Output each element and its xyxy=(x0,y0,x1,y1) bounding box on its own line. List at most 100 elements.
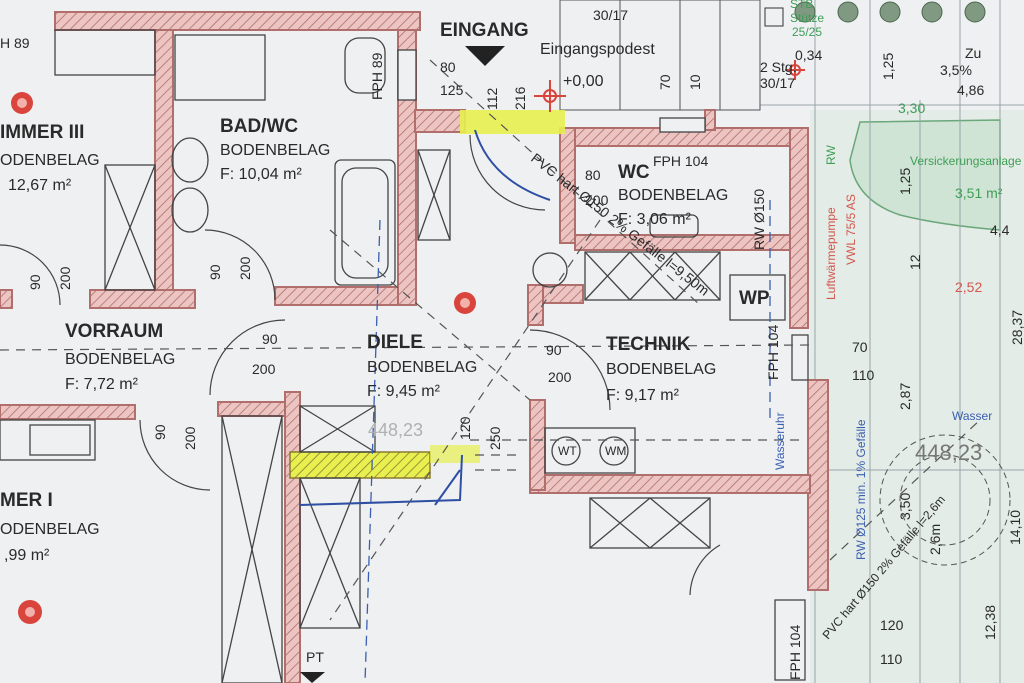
dimension: 120 xyxy=(880,617,904,633)
smoke-detector-icon xyxy=(11,92,33,114)
wm-label: WM xyxy=(605,444,626,458)
blue-dashed-lines xyxy=(364,200,771,683)
wp-label: WP xyxy=(739,288,770,309)
highlight-wall-diele xyxy=(289,451,431,479)
wasser-label: Wasser xyxy=(952,409,992,423)
fixtures-outline xyxy=(0,29,809,683)
room-floor: BODENBELAG xyxy=(618,187,728,204)
wasseruhr-label: Wasseruhr xyxy=(773,412,787,470)
dimension: 80 xyxy=(440,59,456,75)
dimension: 70 xyxy=(657,74,673,90)
dimension: 112 xyxy=(484,87,500,110)
smoke-detector-icon xyxy=(18,600,42,624)
room-name: WC xyxy=(618,162,650,183)
stuetze-label: Stütze xyxy=(790,11,824,25)
dimension: 125 xyxy=(440,82,464,98)
dimension: 90 xyxy=(546,342,562,358)
pt-arrow-icon xyxy=(300,672,325,683)
dimension: 3,50 xyxy=(897,493,913,520)
trees xyxy=(794,1,986,23)
rw-label-wc: RW Ø150 xyxy=(751,189,767,250)
dimension: 200 xyxy=(237,256,253,280)
dimension: 3,30 xyxy=(898,100,925,116)
dimension: 28,37 xyxy=(1009,310,1024,345)
dimension: 2,6m xyxy=(927,524,943,555)
dimension: 200 xyxy=(182,426,198,450)
level-marker-icon xyxy=(534,80,566,112)
level-label: 448,23 xyxy=(915,440,982,465)
dimension: 4,86 xyxy=(957,82,984,98)
fph-bad-label: FPH 89 xyxy=(369,52,385,100)
room-floor: BODENBELAG xyxy=(606,361,716,378)
rw-label-bottom: RW Ø125 min. 1% Gefälle xyxy=(854,419,868,560)
room-name: IMMER III xyxy=(0,122,84,143)
dimension: 12 xyxy=(907,254,923,270)
entrance-label: EINGANG xyxy=(440,20,529,41)
entrance-level: +0,00 xyxy=(563,73,604,90)
rw-side-label: RW xyxy=(824,145,838,165)
room-floor: BODENBELAG xyxy=(220,142,330,159)
red-markers xyxy=(11,60,805,624)
dimension: 120 xyxy=(457,416,473,440)
dimension: 90 xyxy=(27,274,43,290)
dimension: 200 xyxy=(548,369,572,385)
dimension: 2,52 xyxy=(955,279,982,295)
room-area: F: 7,72 m² xyxy=(65,376,139,393)
room-floor: ODENBELAG xyxy=(0,152,100,169)
stair-dim: 30/17 xyxy=(760,75,795,91)
smoke-detector-icon xyxy=(454,292,476,314)
dimension: 14,10 xyxy=(1007,510,1023,545)
blue-pipes xyxy=(299,129,551,506)
stair-dim: 30/17 xyxy=(593,7,628,23)
entrance-arrow-icon xyxy=(465,46,505,66)
pt-label: PT xyxy=(306,649,324,665)
dashed-lines xyxy=(0,59,981,621)
stair-steps: 2 Stg. xyxy=(760,59,797,75)
room-area: ,99 m² xyxy=(4,547,50,564)
site-grid xyxy=(760,0,1024,683)
room-zimmer3: IMMER III ODENBELAG 12,67 m² xyxy=(0,122,100,194)
dimension: 12,38 xyxy=(982,605,998,640)
tree-icon xyxy=(879,1,901,23)
tree-icon xyxy=(794,1,816,23)
fph-tech-label: FPH 104 xyxy=(765,325,781,380)
garden-zu: Zu xyxy=(965,45,981,61)
dimension: 70 xyxy=(852,339,868,355)
dimension: 10 xyxy=(687,74,703,90)
room-floor: BODENBELAG xyxy=(65,351,175,368)
stuetze-dim: 25/25 xyxy=(792,25,822,39)
fph-bottom-label: FPH 104 xyxy=(787,625,803,680)
vwl-label: VWL 75/5 AS xyxy=(844,194,858,265)
room-name: TECHNIK xyxy=(606,334,691,355)
dimension: 1,25 xyxy=(880,53,896,80)
room-floor: BODENBELAG xyxy=(367,359,477,376)
garden-infiltration-shape xyxy=(849,119,1001,231)
dimension: 4,4 xyxy=(990,222,1010,238)
stb-label: STB xyxy=(790,0,813,11)
room-area: F: 10,04 m² xyxy=(220,166,302,183)
garden-label: Versickerungsanlage lt.Berechnung xyxy=(910,154,1024,168)
dimension: 90 xyxy=(207,264,223,280)
tree-icon xyxy=(921,1,943,23)
room-technik: TECHNIK BODENBELAG F: 9,17 m² xyxy=(606,334,716,404)
dimension: 2,87 xyxy=(897,383,913,410)
highlight-wall-diele-right xyxy=(430,445,480,463)
level-marker-icon xyxy=(785,60,805,80)
highlight-entrance xyxy=(460,110,565,134)
room-floor: ODENBELAG xyxy=(0,521,100,538)
dimension: 1,25 xyxy=(897,168,913,195)
room-name: VORRAUM xyxy=(65,321,163,342)
dimension: 90 xyxy=(152,424,168,440)
dimension: 200 xyxy=(585,192,609,208)
room-name: BAD/WC xyxy=(220,116,298,137)
dimension-labels: H 89 80 125 112 216 70 10 80 200 90 200 … xyxy=(0,35,1024,667)
tree-icon xyxy=(964,1,986,23)
dimension: 216 xyxy=(512,86,528,110)
walls xyxy=(0,11,829,683)
room-zimmer1: MER I ODENBELAG ,99 m² xyxy=(0,490,100,564)
room-vorraum: VORRAUM BODENBELAG F: 7,72 m² xyxy=(65,321,175,393)
level-circle xyxy=(879,434,1011,566)
dimension: 80 xyxy=(585,167,601,183)
room-name: DIELE xyxy=(367,332,423,353)
